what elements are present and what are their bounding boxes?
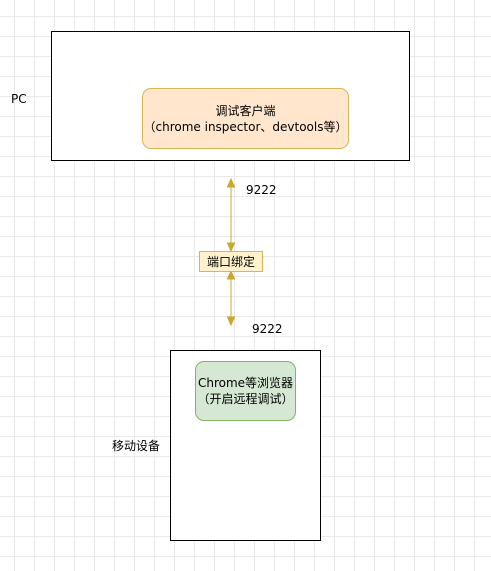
debug-client-title: 调试客户端 bbox=[215, 103, 276, 118]
upper-arrow-head-down bbox=[226, 242, 236, 253]
port-label-bottom: 9222 bbox=[252, 322, 283, 336]
browser-subtitle: （开启远程调试） bbox=[197, 392, 294, 406]
browser-title: Chrome等浏览器 bbox=[197, 376, 294, 390]
debug-client-subtitle: （chrome inspector、devtools等） bbox=[143, 119, 348, 134]
port-label-top: 9222 bbox=[246, 183, 277, 197]
lower-arrow-head-down bbox=[226, 316, 236, 327]
mobile-label: 移动设备 bbox=[112, 439, 161, 453]
upper-arrow-head-up bbox=[226, 177, 236, 188]
debug-client-node: 调试客户端 （chrome inspector、devtools等） bbox=[142, 88, 349, 149]
lower-arrow-head-up bbox=[226, 269, 236, 280]
port-binding-node: 端口绑定 bbox=[199, 251, 263, 272]
browser-node: Chrome等浏览器 （开启远程调试） bbox=[195, 361, 296, 421]
pc-label: PC bbox=[11, 92, 27, 106]
